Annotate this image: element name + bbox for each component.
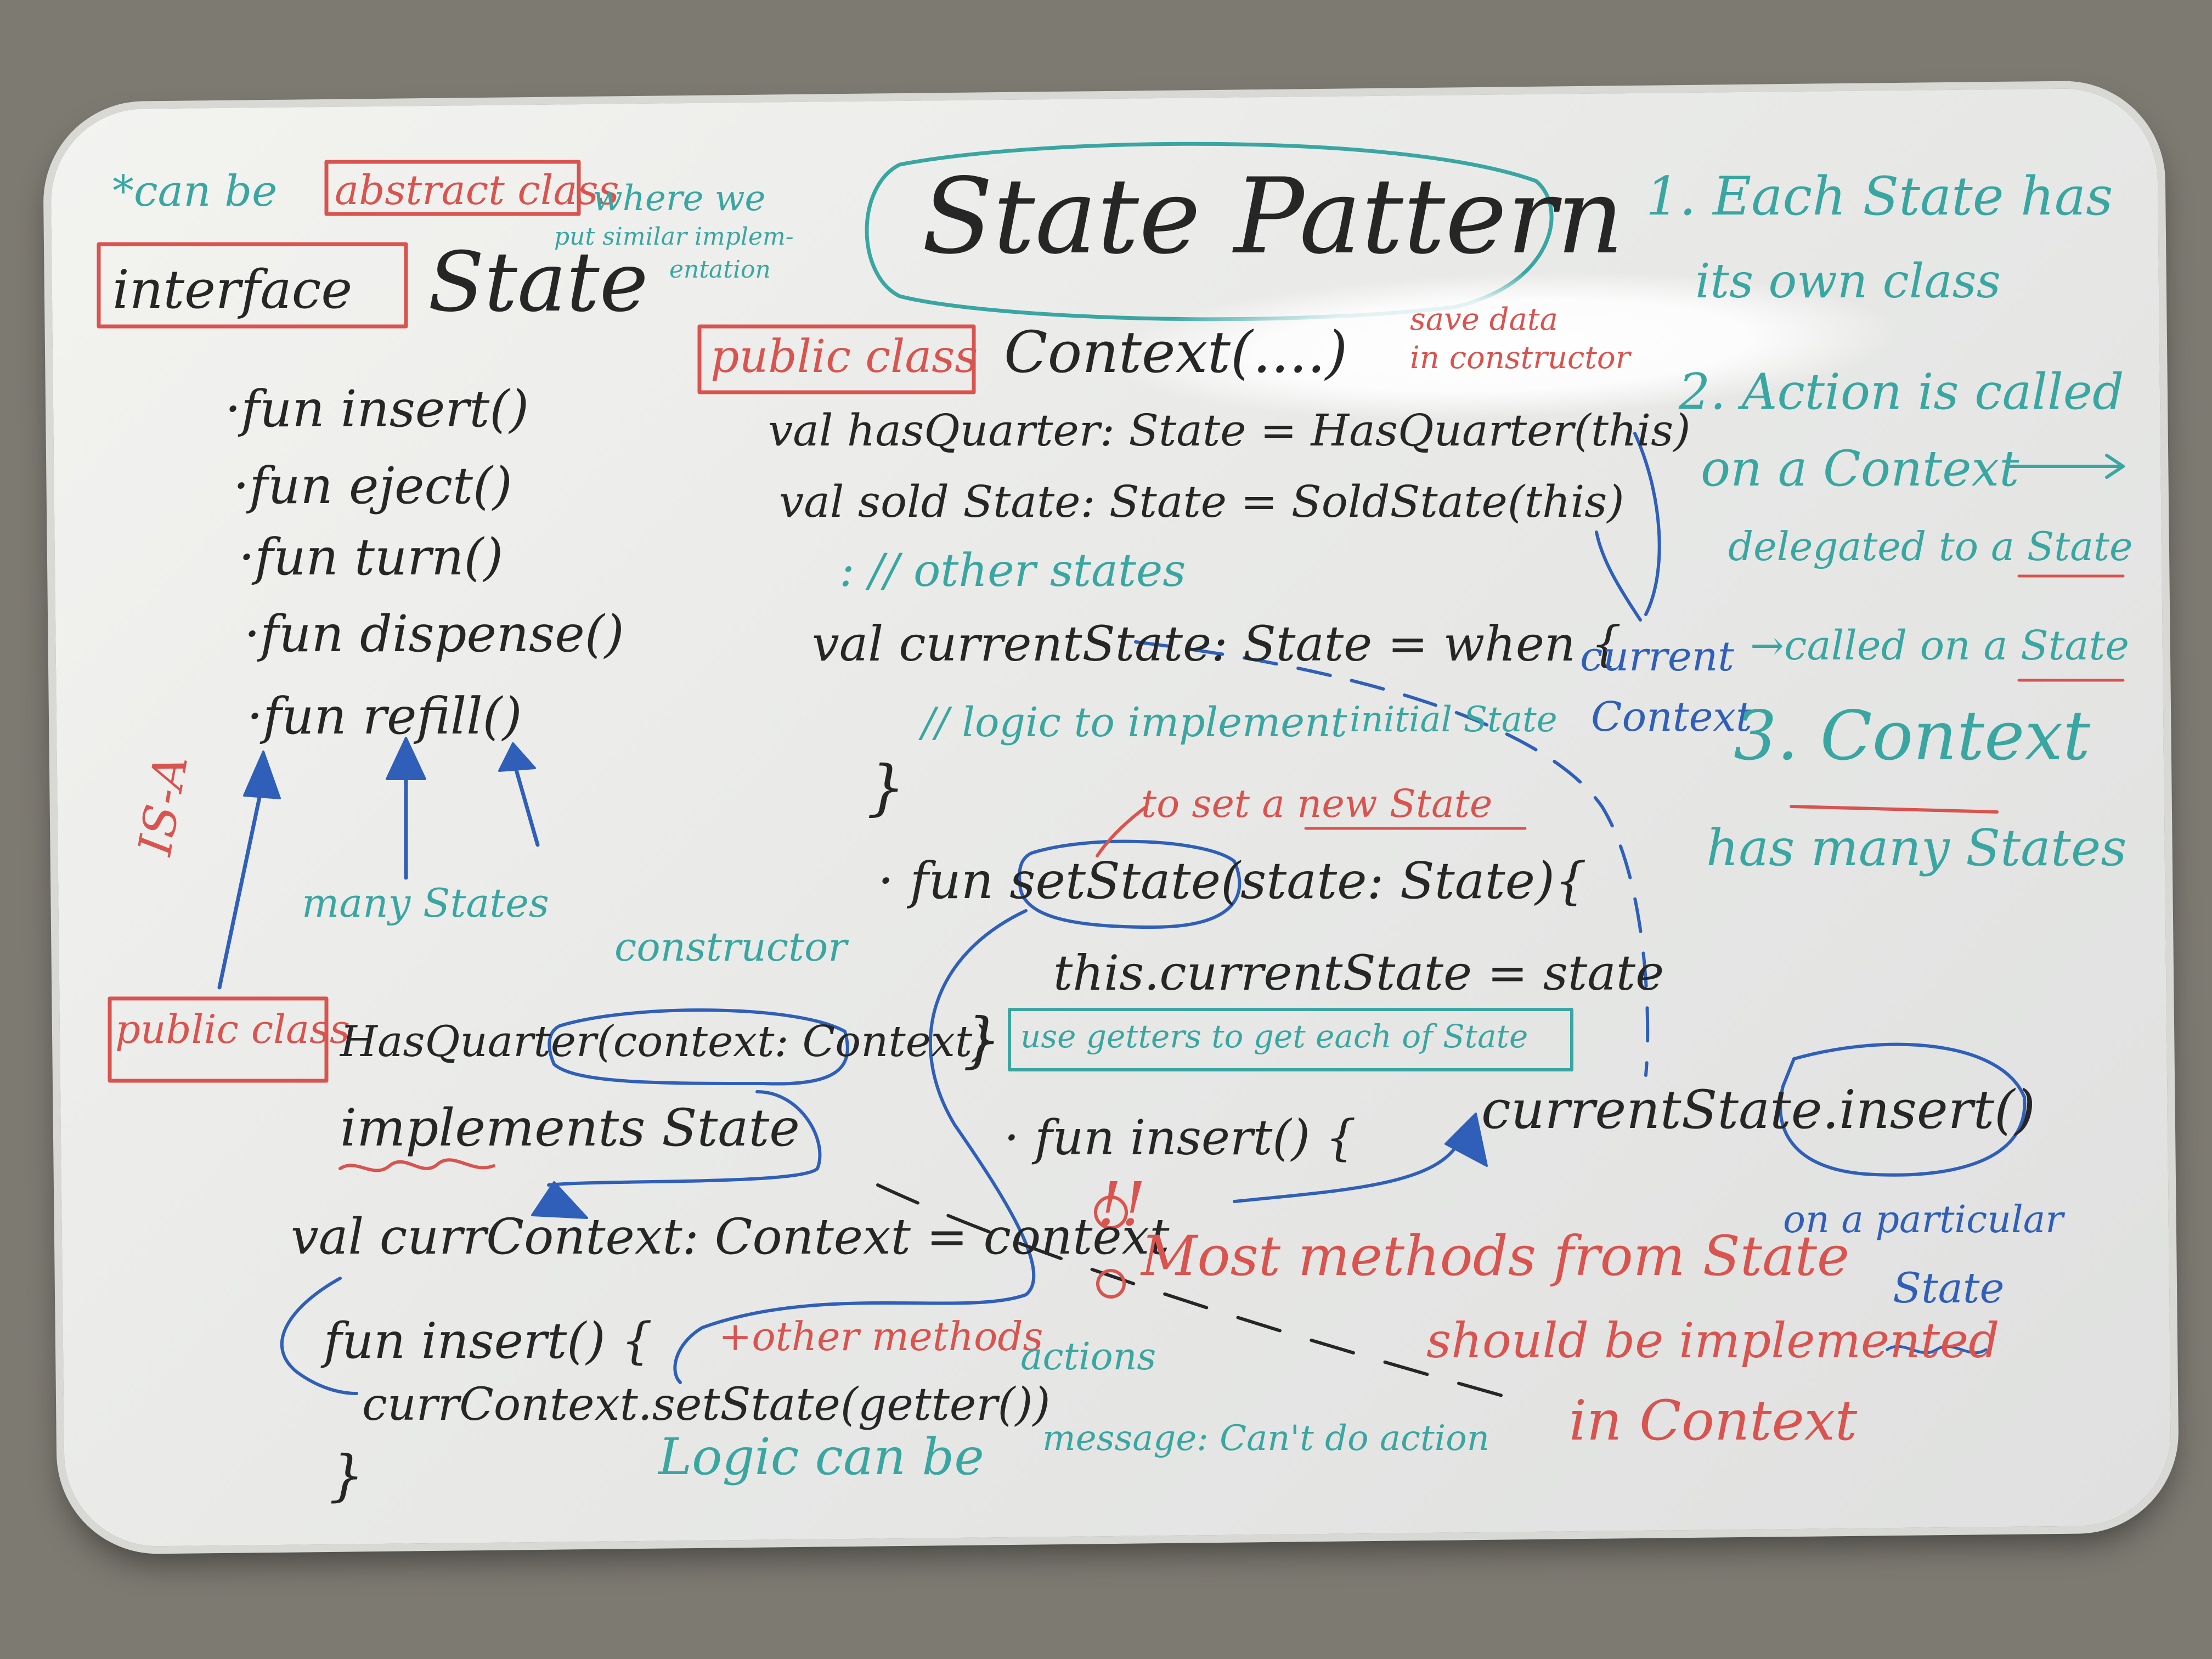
- dashed-link: [1134, 640, 1650, 1077]
- context-underline: [1790, 805, 1999, 814]
- many-states-arrowhead-3: [498, 742, 536, 772]
- exclamation-marks: !!: [1097, 1169, 1146, 1239]
- rule3-line1: 3. Context: [1734, 697, 2091, 776]
- context-close-brace: }: [867, 752, 905, 822]
- current-context-1: current: [1580, 633, 1735, 680]
- context-keyword: public class: [710, 331, 978, 383]
- set-close-brace: }: [963, 1005, 1001, 1075]
- initial-state: initial State: [1350, 699, 1558, 740]
- context-line-1: val hasQuarter: State = HasQuarter(this): [768, 405, 1691, 456]
- rule1-line2: its own class: [1695, 254, 2001, 309]
- rule-arrow-1-head: [2105, 454, 2125, 479]
- current-context-arrow-2: [1633, 432, 1661, 616]
- other-methods: +other methods: [719, 1313, 1043, 1359]
- interface-name: State: [428, 235, 648, 330]
- abstract-note-rest-3: entation: [669, 256, 771, 284]
- current-state-line: val currentState: State = when {: [812, 616, 1622, 672]
- setstate-call: currContext.setState(getter()): [362, 1379, 1051, 1431]
- context-param-oval: [548, 1008, 849, 1086]
- exclamation-dot-1: [1094, 1195, 1128, 1229]
- most-methods-3: in Context: [1569, 1389, 1858, 1453]
- save-note-1: save data: [1410, 302, 1558, 337]
- interface-method-5: ·fun refill(): [247, 687, 522, 746]
- logic-note: Logic can be: [658, 1427, 984, 1486]
- rule1-line1: 1. Each State has: [1646, 166, 2113, 227]
- rule2-line3: delegated to a State: [1728, 523, 2133, 569]
- rule2-line4: →called on a State: [1750, 622, 2130, 669]
- save-note-2: in constructor: [1410, 340, 1630, 376]
- hasquarter-public-class-box: [108, 996, 329, 1083]
- is-a-arrowhead-1: [243, 751, 281, 799]
- interface-box: [97, 242, 408, 329]
- currcontext-val: val currContext: Context = context: [291, 1208, 1170, 1266]
- context-public-class-box: [697, 324, 976, 394]
- interface-method-1: ·fun insert(): [225, 380, 529, 438]
- getters-note-box: [1008, 1008, 1573, 1071]
- current-context-2: Context: [1591, 693, 1752, 741]
- constructor-note: constructor: [614, 924, 847, 970]
- many-states-arrowhead-2: [386, 737, 426, 780]
- title: State Pattern: [922, 156, 1624, 277]
- context-curve: [280, 1277, 358, 1395]
- abstract-note-boxed: abstract class: [335, 167, 619, 214]
- interface-method-3: ·fun turn(): [239, 528, 504, 586]
- abstract-note-rest-2: put similar implem-: [554, 223, 794, 251]
- state-squiggle-bottom: [1886, 1345, 1988, 1355]
- assign-line: this.currentState = state: [1053, 945, 1664, 1001]
- to-set-note: to set a new State: [1141, 781, 1493, 826]
- interface-method-4: ·fun dispense(): [244, 605, 624, 663]
- hasquarter-close: }: [329, 1443, 364, 1508]
- logic-comment: // logic to implement: [922, 699, 1347, 746]
- set-state-line: · fun setState(state: State){: [878, 851, 1587, 910]
- insert-fun: · fun insert() {: [1004, 1109, 1356, 1166]
- on-particular-2: State: [1893, 1263, 2005, 1312]
- delegate-call: currentState.insert(): [1481, 1079, 2036, 1141]
- abstract-note-prefix: *can be: [112, 167, 278, 216]
- most-methods-1: Most methods from State: [1141, 1224, 1850, 1288]
- abstract-note-rest-1: where we: [592, 178, 766, 219]
- dashed-black: [876, 1183, 1516, 1401]
- actions-note: actions: [1020, 1335, 1156, 1379]
- rule3-line2: has many States: [1706, 819, 2127, 877]
- implements-line: implements State: [340, 1098, 800, 1158]
- setstate-curve: [673, 909, 1036, 1384]
- red-set-arrow: [1096, 805, 1148, 857]
- other-states: : // other states: [839, 545, 1186, 597]
- interface-keyword: interface: [112, 259, 353, 320]
- implements-arrowhead: [531, 1181, 588, 1219]
- is-a-arrow-1: [217, 777, 266, 990]
- many-states-arrow-3: [514, 766, 540, 847]
- implements-squiggle: [338, 1158, 495, 1172]
- on-particular-1: on a particular: [1783, 1198, 2063, 1242]
- abstract-class-box: [324, 160, 581, 216]
- implements-bracket: [547, 1090, 822, 1187]
- hasquarter-insert: fun insert() {: [324, 1312, 653, 1370]
- context-line-2: val sold State: State = SoldState(this): [779, 476, 1624, 527]
- setstate-oval: [1018, 839, 1242, 929]
- insert-arrow: [1233, 1139, 1461, 1203]
- message-note: message: Can't do action: [1042, 1418, 1489, 1459]
- rule2-line2: on a Context: [1701, 440, 2019, 498]
- insert-oval: [1779, 1042, 2027, 1177]
- interface-method-2: ·fun eject(): [233, 456, 512, 515]
- insert-arrowhead: [1444, 1113, 1488, 1167]
- rule2-line1: 2. Action is called: [1679, 363, 2124, 421]
- hasquarter-signature: HasQuarter(context: Context): [340, 1017, 989, 1066]
- context-signature: Context(....): [1004, 319, 1348, 386]
- current-context-arrow: [1595, 531, 1642, 622]
- most-methods-2: should be implemented: [1426, 1312, 2000, 1369]
- hasquarter-keyword: public class: [115, 1006, 350, 1052]
- many-states-label: many States: [302, 880, 549, 926]
- exclamation-dot-2: [1096, 1269, 1126, 1299]
- getters-note: use getters to get each of State: [1020, 1018, 1528, 1055]
